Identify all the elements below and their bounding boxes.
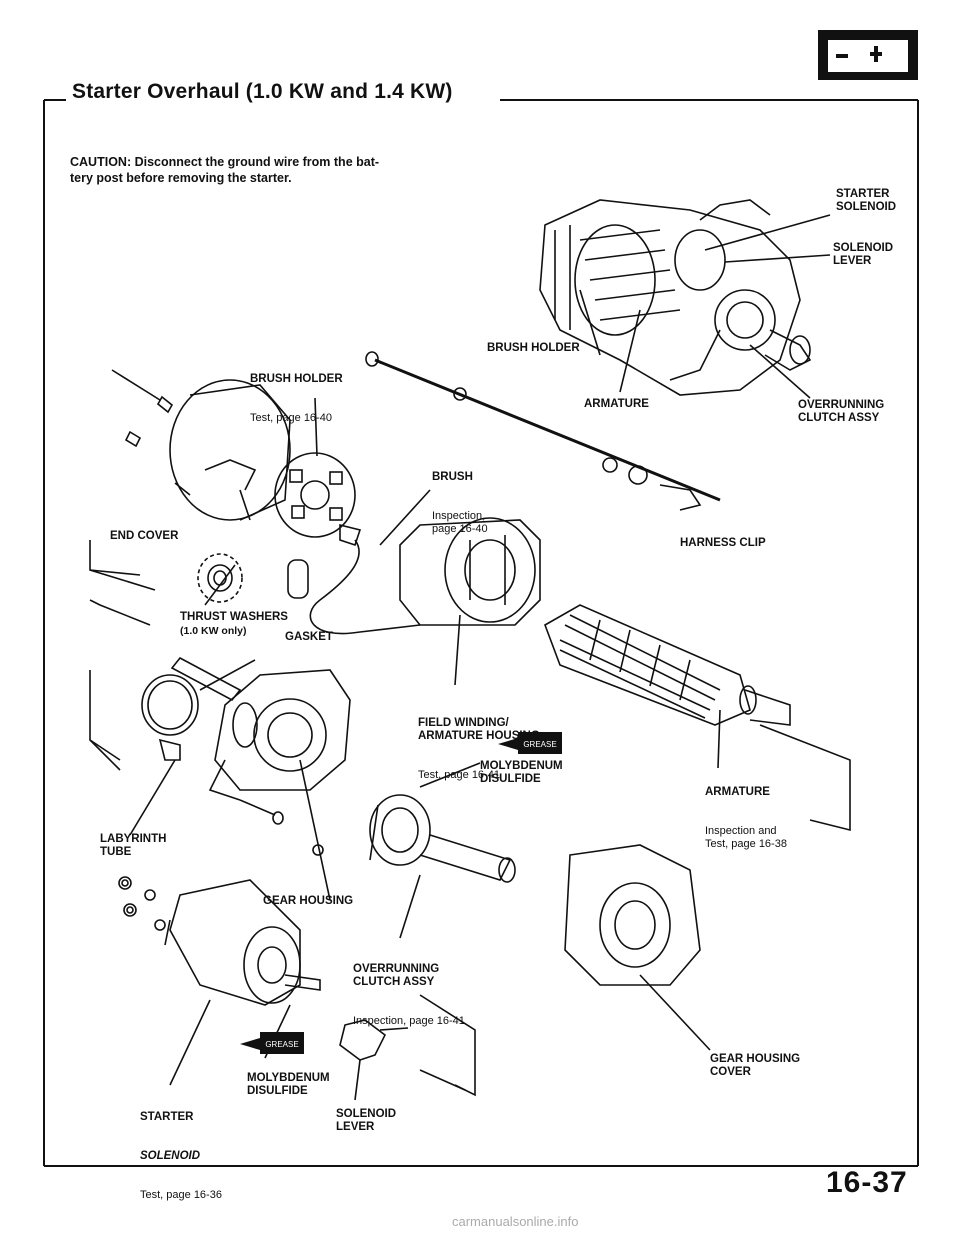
grease-text-1: GREASE — [523, 740, 556, 749]
starter-solenoid-title-2: SOLENOID — [140, 1150, 201, 1162]
label-end-cover: END COVER — [110, 530, 179, 542]
label-molybdenum-2: MOLYBDENUM DISULFIDE — [247, 1072, 330, 1097]
gear-housing-cover-drawing — [564, 844, 701, 986]
armature-drawing — [544, 604, 791, 726]
caution-line-2: tery post before removing the starter. — [70, 171, 292, 185]
label-armature: ARMATURE Inspection and Test, page 16-38 — [705, 760, 787, 864]
overrunning-clutch-title: OVERRUNNING CLUTCH ASSY — [353, 963, 440, 988]
caution-line-1: CAUTION: Disconnect the ground wire from… — [70, 155, 380, 169]
end-cover-drawing — [169, 379, 291, 521]
label-gasket: GASKET — [285, 631, 333, 643]
overrunning-clutch-inspection: Inspection, page 16-41 — [353, 1015, 465, 1027]
field-winding-test: Test, page 16-41 — [418, 769, 500, 781]
armature-inspection: Inspection and Test, page 16-38 — [705, 825, 787, 850]
field-winding-title: FIELD WINDING/ ARMATURE HOUSING — [418, 717, 540, 742]
field-winding-drawing — [399, 517, 541, 626]
brush-title: BRUSH — [432, 471, 473, 483]
label-solenoid-lever: SOLENOID LEVER — [336, 1108, 397, 1133]
label-overrunning-clutch: OVERRUNNING CLUTCH ASSY Inspection, page… — [353, 937, 465, 1041]
label-labyrinth-tube: LABYRINTH TUBE — [100, 833, 167, 858]
label-armature-top: ARMATURE — [584, 398, 649, 410]
grease-icon: GREASE — [498, 732, 562, 754]
label-brush: BRUSH Inspection, page 16-40 — [432, 445, 488, 549]
assembled-starter-drawing — [539, 199, 812, 396]
label-thrust-washers: THRUST WASHERS — [180, 611, 288, 623]
brush-holder-drawing — [274, 452, 356, 538]
brush-holder-test: Test, page 16-40 — [250, 412, 332, 424]
label-overrunning-clutch-top: OVERRUNNING CLUTCH ASSY — [798, 399, 885, 424]
label-field-winding: FIELD WINDING/ ARMATURE HOUSING Test, pa… — [418, 691, 540, 795]
label-thrust-washers-note: (1.0 KW only) — [180, 625, 247, 637]
watermark: carmanualsonline.info — [452, 1214, 579, 1229]
label-harness-clip: HARNESS CLIP — [680, 537, 766, 549]
label-molybdenum-1: MOLYBDENUM DISULFIDE — [480, 760, 563, 785]
gear-housing-drawing — [208, 669, 351, 801]
caution-text: CAUTION: Disconnect the ground wire from… — [70, 154, 490, 186]
armature-title: ARMATURE — [705, 786, 770, 798]
grease-icon: GREASE — [240, 1032, 304, 1054]
page-number: 16-37 — [826, 1166, 908, 1199]
label-brush-holder-top: BRUSH HOLDER — [487, 342, 580, 354]
brush-holder-title: BRUSH HOLDER — [250, 373, 343, 385]
starter-solenoid-title-1: STARTER — [140, 1111, 194, 1123]
label-solenoid-lever-top: SOLENOID LEVER — [833, 242, 894, 267]
brush-inspection: Inspection, page 16-40 — [432, 510, 488, 535]
overrunning-clutch-drawing — [369, 794, 516, 883]
label-gear-housing: GEAR HOUSING — [263, 895, 354, 907]
page-title: Starter Overhaul (1.0 KW and 1.4 KW) — [72, 80, 453, 103]
starter-solenoid-test: Test, page 16-36 — [140, 1189, 222, 1201]
label-starter-solenoid: STARTER SOLENOID Test, page 16-36 — [140, 1085, 222, 1215]
label-starter-solenoid-top: STARTER SOLENOID — [836, 188, 897, 213]
label-gear-housing-cover: GEAR HOUSING COVER — [710, 1053, 801, 1078]
starter-solenoid-drawing — [164, 879, 321, 1006]
label-brush-holder: BRUSH HOLDER Test, page 16-40 — [250, 347, 343, 438]
grease-text-2: GREASE — [265, 1040, 298, 1049]
